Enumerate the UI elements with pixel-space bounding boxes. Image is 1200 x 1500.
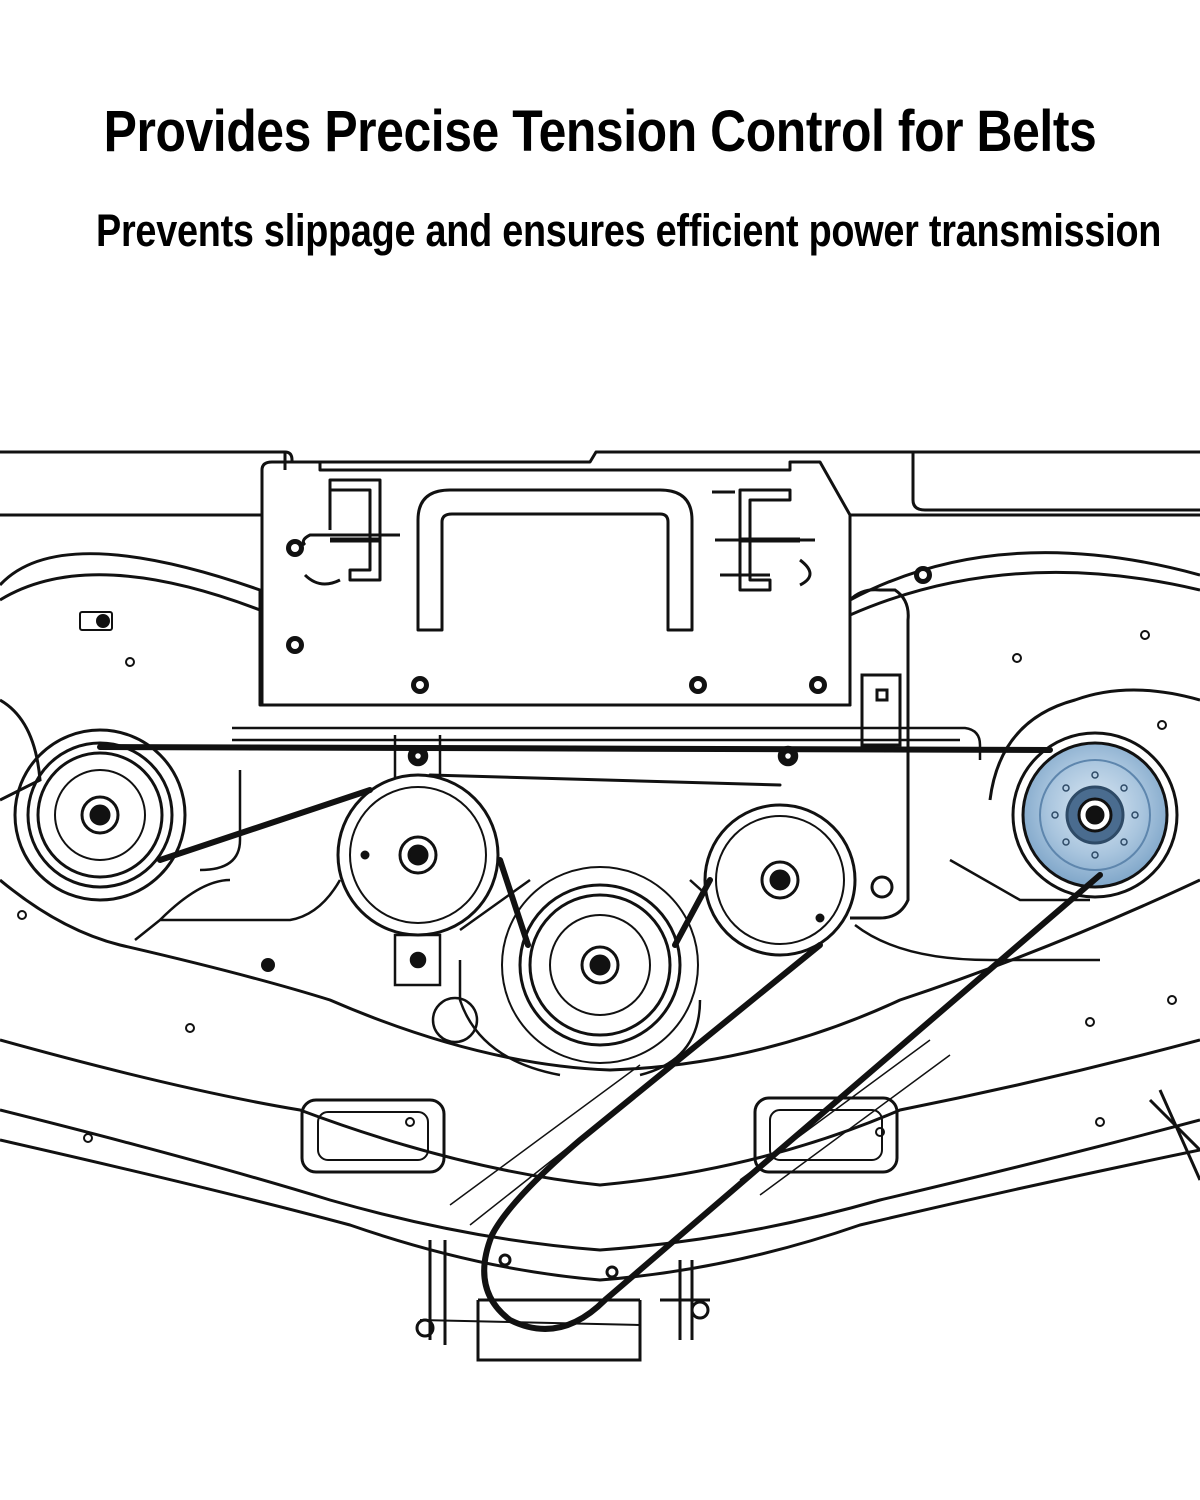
- belt-guide: [134, 726, 1100, 1077]
- tensioner-assembly: [415, 1240, 710, 1362]
- drive-belt: [97, 744, 1103, 1332]
- left-idler-pulley: [336, 773, 500, 937]
- left-spindle-pulley: [0, 698, 187, 902]
- highlighted-idler-pulley: [988, 688, 1200, 899]
- deck-holes: [17, 611, 1177, 1143]
- deck-feet: [300, 1096, 899, 1174]
- mower-deck-diagram: [0, 450, 1200, 1362]
- right-idler-pulley: [703, 803, 857, 957]
- page-subtitle: Prevents slippage and ensures efficient …: [96, 205, 1162, 256]
- page-title: Provides Precise Tension Control for Bel…: [103, 99, 1097, 164]
- idler-arm-bracket: [848, 588, 910, 920]
- plate-bolts: [261, 539, 932, 972]
- center-plate: [260, 460, 852, 707]
- center-spindle-pulley: [501, 866, 699, 1064]
